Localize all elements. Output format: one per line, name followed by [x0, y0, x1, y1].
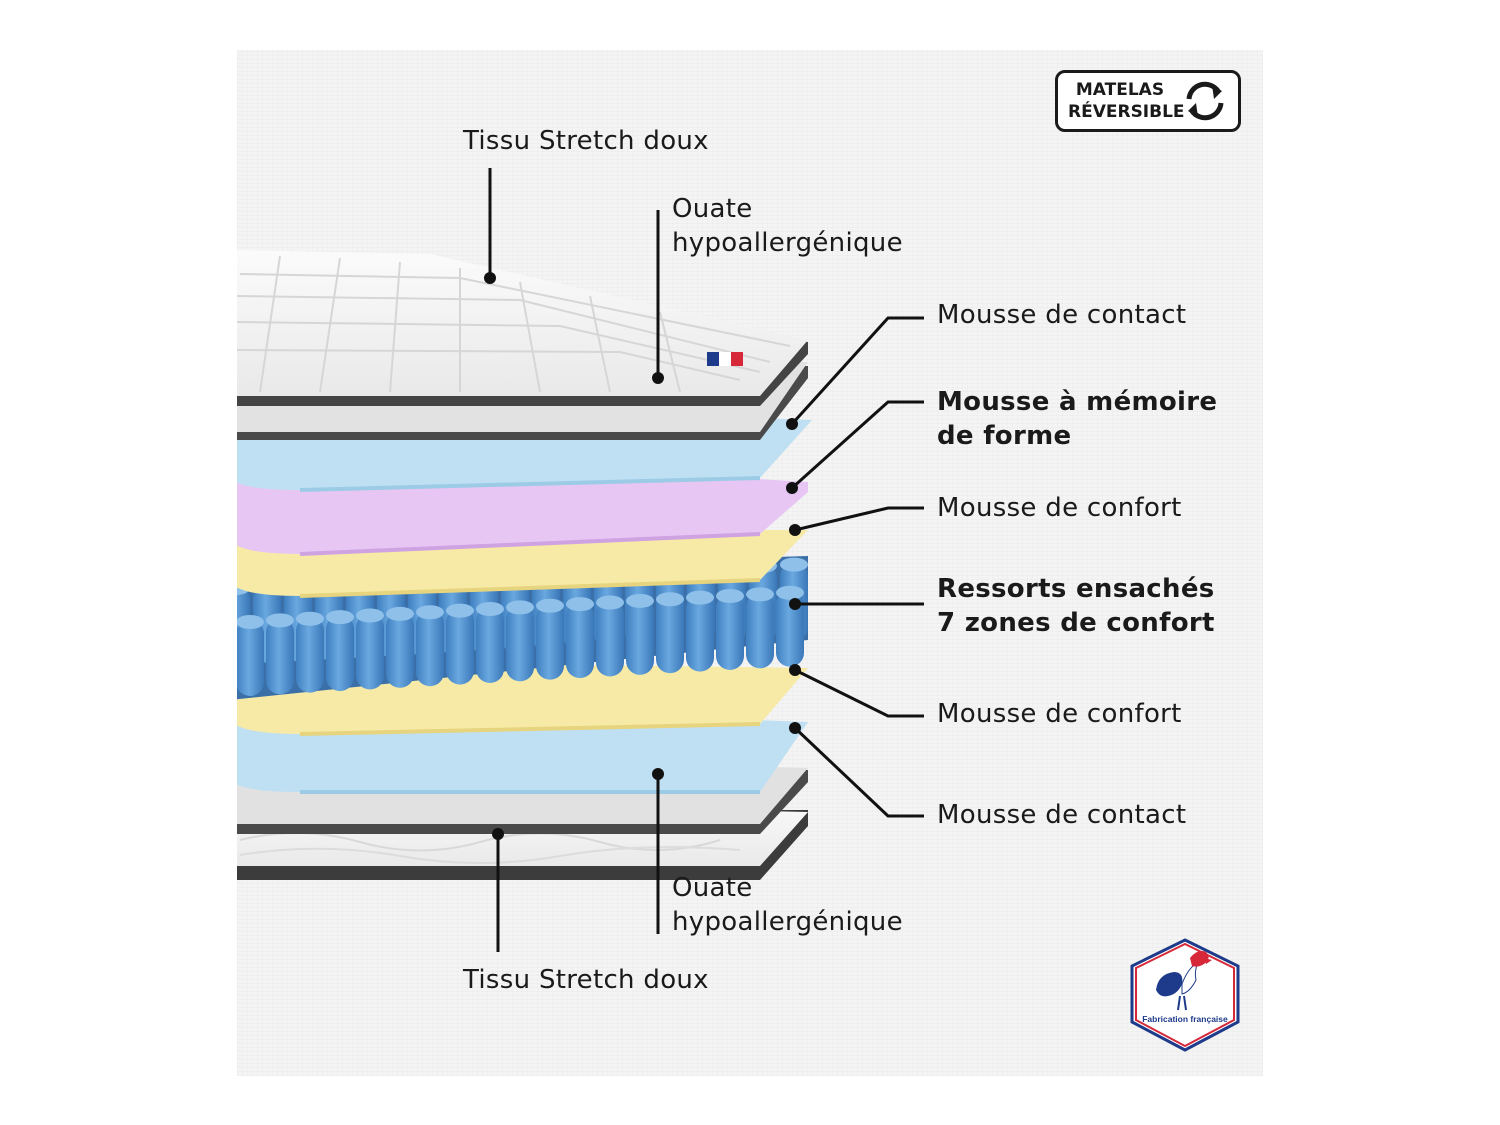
spring-coil-top	[326, 610, 354, 625]
spring-coil-top	[626, 593, 654, 608]
spring-coil-top	[296, 611, 324, 626]
spring-coil	[446, 608, 474, 685]
spring-coil	[566, 602, 594, 679]
rooster-icon	[1156, 950, 1212, 1011]
reversible-line1: MATELAS	[1075, 80, 1165, 100]
flag-red	[731, 352, 743, 366]
spring-coil	[237, 620, 264, 696]
label-bottom-fabric: Tissu Stretch doux	[463, 965, 709, 995]
dot-top-wadding	[652, 372, 664, 384]
dot-comfort-1	[789, 524, 801, 536]
label-contact-foam-2: Mousse de contact	[937, 800, 1187, 830]
top-fabric-layer	[237, 250, 808, 406]
leader-dots	[484, 272, 801, 840]
label-contact-foam-1: Mousse de contact	[937, 300, 1187, 330]
reversible-badge-text: MATELAS RÉVERSIBLE	[1068, 79, 1185, 123]
spring-coil	[596, 600, 624, 677]
spring-coil-top	[446, 603, 474, 618]
spring-coil-top	[506, 600, 534, 615]
spring-coil	[266, 618, 294, 695]
spring-coil	[296, 616, 324, 693]
spring-coil	[626, 598, 654, 675]
reversible-line2: RÉVERSIBLE	[1068, 102, 1185, 122]
spring-coil	[686, 595, 714, 672]
dot-bottom-wadding	[652, 768, 664, 780]
dot-memory-foam	[786, 482, 798, 494]
leader-comfort-1	[794, 506, 924, 532]
spring-coil-top	[656, 592, 684, 607]
dot-comfort-2	[789, 664, 801, 676]
spring-coil-top	[266, 613, 294, 628]
spring-coil-top	[716, 589, 744, 603]
spring-coil-top	[686, 590, 714, 605]
spring-coil-top	[536, 598, 564, 613]
dot-top-fabric	[484, 272, 496, 284]
spring-coil-top	[386, 606, 414, 621]
dot-bottom-fabric	[492, 828, 504, 840]
reversible-badge: MATELAS RÉVERSIBLE	[1055, 70, 1241, 132]
spring-coil	[746, 592, 774, 669]
spring-coil	[656, 597, 684, 674]
dot-contact-1	[786, 418, 798, 430]
spring-coil-top	[356, 608, 384, 623]
spring-coil-top	[776, 585, 804, 600]
spring-coil	[506, 605, 534, 682]
spring-coil-top	[566, 597, 594, 612]
made-in-france-caption: Fabrication française	[1142, 1014, 1228, 1024]
spring-coil-top	[746, 587, 774, 602]
pocket-springs-layer	[237, 556, 808, 700]
spring-coil	[476, 607, 504, 683]
spring-coil	[776, 590, 804, 667]
leader-comfort-2	[794, 668, 924, 718]
spring-coil	[326, 615, 354, 692]
flag-white	[719, 352, 731, 366]
label-comfort-foam-2: Mousse de confort	[937, 699, 1182, 729]
leader-contact-1	[790, 316, 924, 426]
spring-coil-top	[476, 602, 504, 616]
dot-contact-2	[789, 722, 801, 734]
hexagon-frame	[1130, 938, 1240, 1052]
spring-coil	[536, 603, 564, 680]
spring-coil-top	[780, 557, 808, 572]
spring-coil-top	[596, 595, 624, 610]
spring-coil-top	[237, 615, 264, 629]
dot-springs	[789, 598, 801, 610]
leader-memory-foam	[790, 400, 924, 490]
label-comfort-foam-1: Mousse de confort	[937, 493, 1182, 523]
spring-coil	[386, 611, 414, 688]
spring-coil	[416, 610, 444, 687]
spring-coil-top	[416, 605, 444, 620]
label-top-fabric: Tissu Stretch doux	[463, 126, 709, 156]
leader-contact-2	[793, 726, 924, 818]
flag-blue	[707, 352, 719, 366]
made-in-france-badge: Fabrication française	[1128, 938, 1242, 1057]
spring-coil	[716, 594, 744, 670]
rotate-arrows-icon	[1186, 81, 1224, 121]
leader-lines	[488, 168, 924, 952]
spring-coil	[356, 613, 384, 690]
